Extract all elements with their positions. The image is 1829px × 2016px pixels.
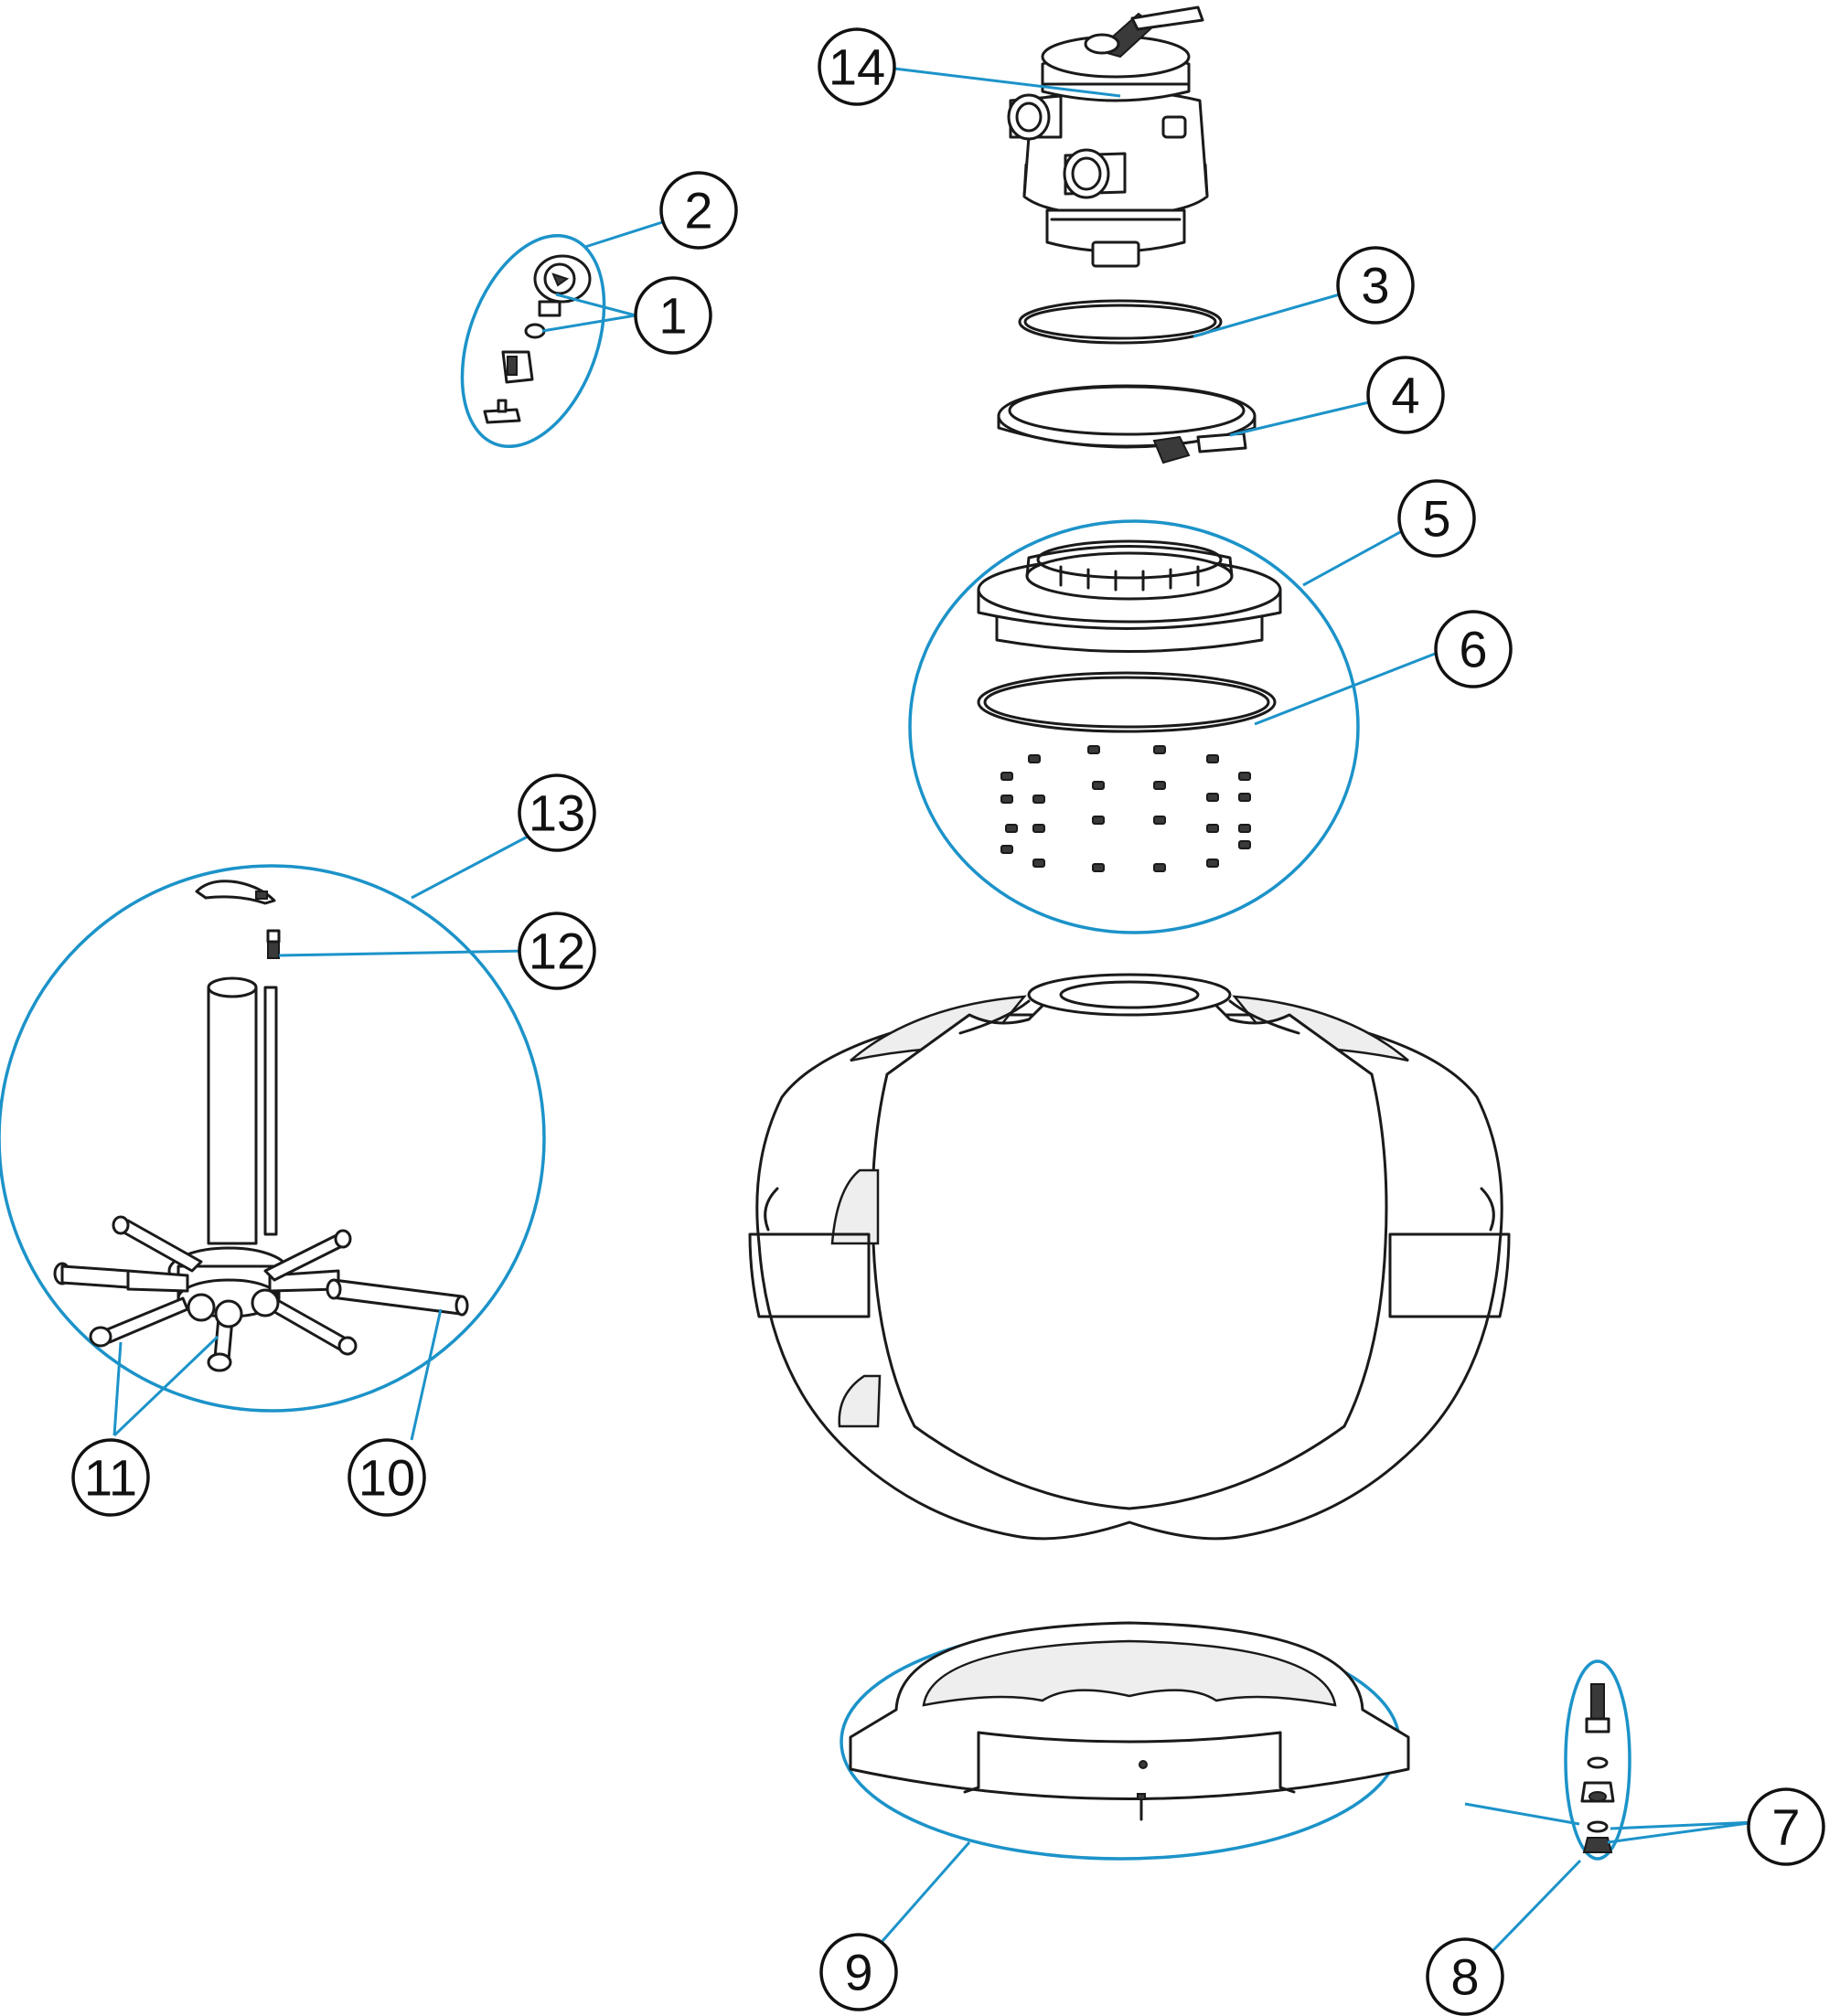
callout-8-label: 8 (1450, 1948, 1479, 2006)
pressure-gauge-parts (483, 254, 592, 424)
drain-plug-parts (1580, 1683, 1615, 1853)
tank-top-flange (977, 539, 1282, 653)
group-outline-2 (460, 233, 606, 449)
loose-lateral (326, 1278, 469, 1317)
callout-14-label: 14 (829, 38, 885, 96)
callout-3: 3 (1336, 246, 1415, 325)
tank-base (849, 1621, 1410, 1821)
callout-11: 11 (71, 1438, 150, 1517)
callout-6-label: 6 (1459, 621, 1487, 678)
callout-7-label: 7 (1771, 1798, 1800, 1856)
callout-5-label: 5 (1422, 490, 1450, 548)
callout-10-label: 10 (358, 1449, 415, 1507)
callout-4-label: 4 (1391, 367, 1419, 424)
group-outline-13 (0, 864, 546, 1413)
callout-10: 10 (348, 1438, 426, 1517)
callout-6: 6 (1434, 610, 1513, 688)
callout-2-label: 2 (684, 182, 712, 240)
callout-13: 13 (518, 773, 596, 852)
clamp-ring (997, 384, 1257, 464)
callout-11-label: 11 (84, 1449, 137, 1507)
callout-1: 1 (634, 276, 712, 355)
screw-set (1000, 745, 1251, 872)
lateral-assembly (53, 880, 469, 1372)
callout-2: 2 (659, 171, 738, 250)
filter-tank-body (748, 973, 1511, 1541)
callout-7: 7 (1747, 1787, 1825, 1866)
callout-13-label: 13 (529, 784, 585, 842)
group-outline-8 (1564, 1659, 1631, 1861)
callout-4: 4 (1366, 356, 1445, 434)
callout-3-label: 3 (1361, 257, 1389, 315)
callout-5: 5 (1397, 479, 1476, 558)
callout-12-label: 12 (529, 923, 585, 980)
multiport-valve (1007, 5, 1209, 268)
air-relief-valve (266, 929, 281, 959)
callout-9: 9 (819, 1933, 898, 2011)
leader-lines (112, 67, 1757, 1952)
group-outline-5 (908, 519, 1360, 934)
callout-8: 8 (1426, 1937, 1504, 2016)
callout-12: 12 (518, 912, 596, 990)
flange-o-ring (977, 671, 1277, 733)
callout-14: 14 (818, 27, 896, 106)
callout-1-label: 1 (658, 287, 687, 345)
callout-9-label: 9 (844, 1944, 872, 2001)
valve-o-ring (1018, 299, 1223, 345)
